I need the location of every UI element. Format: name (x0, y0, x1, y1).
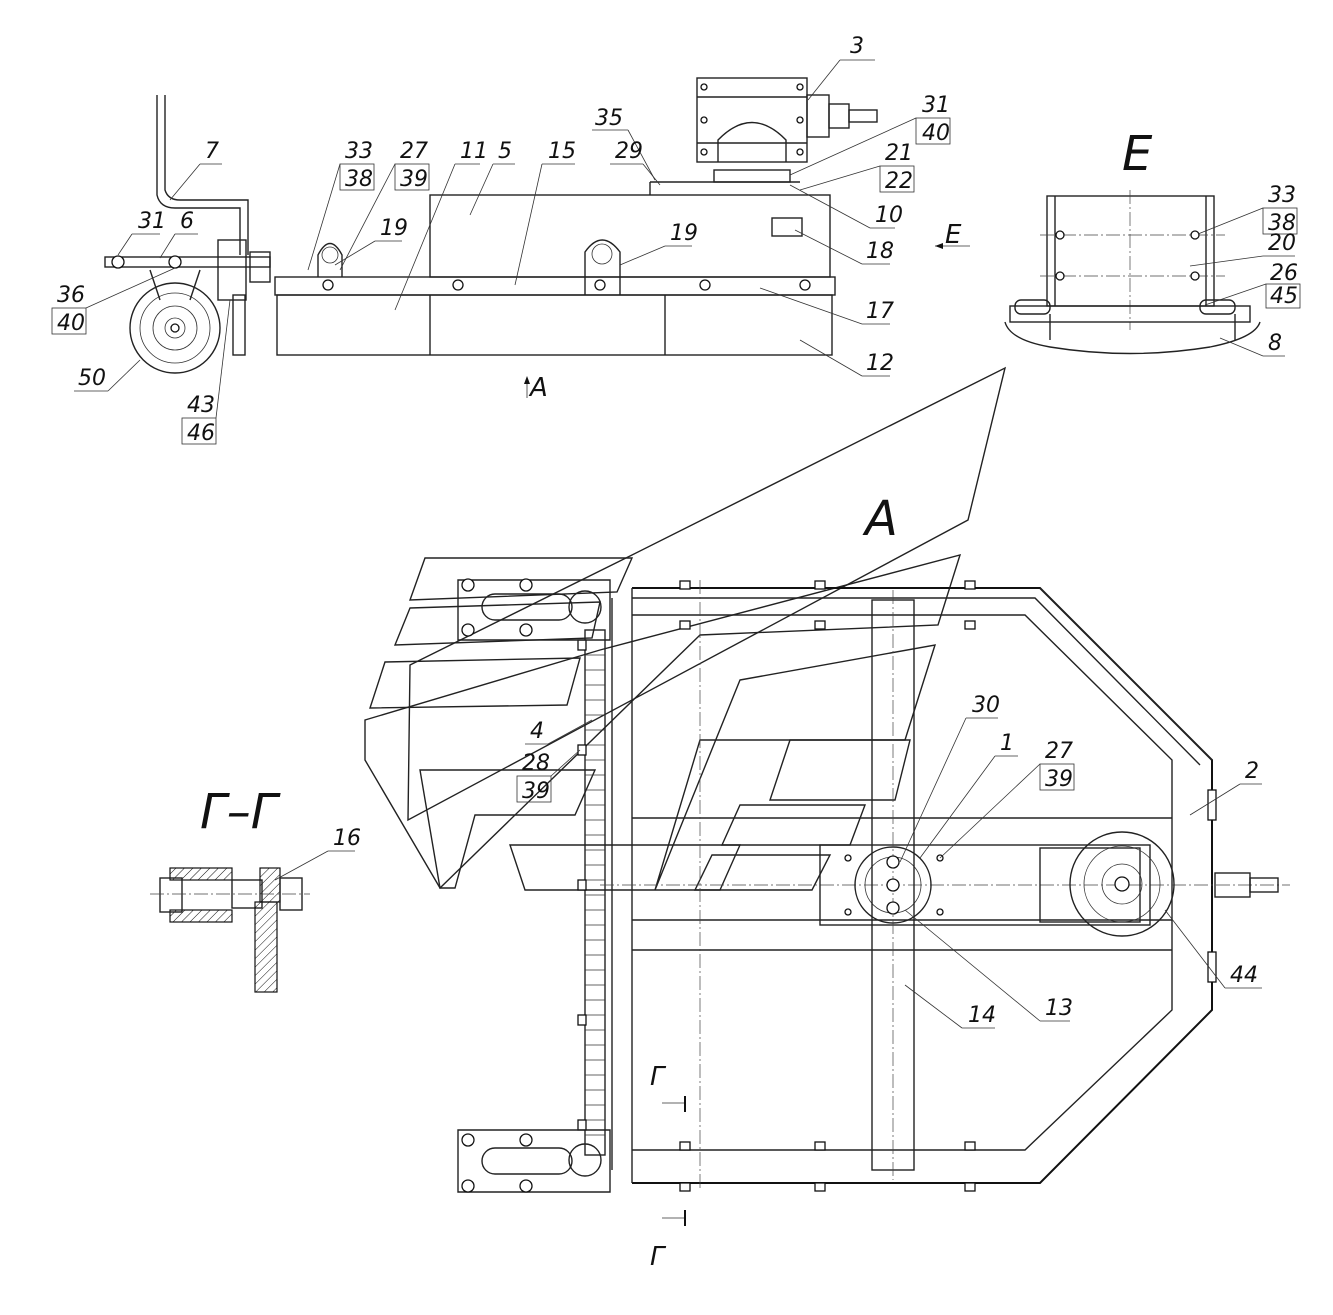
callout-21: 21 (885, 141, 913, 166)
callout-19a: 19 (380, 216, 408, 241)
gearbox-part-3 (696, 77, 878, 183)
callout-50: 50 (78, 366, 106, 391)
cut-mark-top: Г (650, 1062, 667, 1092)
side-view (104, 77, 878, 374)
callout-a30: 30 (972, 693, 1000, 718)
view-e-title: Е (1122, 126, 1153, 182)
skirt-part-12 (276, 294, 833, 356)
rail-teeth (585, 639, 605, 1136)
rail-bolts (322, 279, 811, 291)
callout-10: 10 (875, 203, 903, 228)
wheel-part-50 (129, 269, 221, 374)
view-a-title: А (862, 491, 898, 547)
callout-38: 38 (345, 167, 373, 192)
callout-e8: 8 (1268, 331, 1282, 356)
section-callouts: 16 (274, 826, 361, 881)
view-a-callouts: 30 1 27 39 2 4 28 39 44 14 13 (516, 693, 1262, 1029)
callout-e20: 20 (1268, 231, 1296, 256)
housing-part-5 (429, 194, 831, 278)
side-view-callouts: 3 35 31 40 33 38 27 39 11 5 15 29 21 22 … (51, 34, 970, 446)
callout-g16: 16 (333, 826, 361, 851)
callout-12: 12 (866, 351, 894, 376)
frame-rail-part-15 (274, 276, 836, 296)
callout-36: 36 (57, 283, 85, 308)
callout-e38: 38 (1268, 211, 1296, 236)
callout-a1: 1 (1000, 731, 1014, 756)
handle-part-7 (156, 95, 241, 255)
callout-17: 17 (866, 299, 894, 324)
callout-31: 31 (922, 93, 950, 118)
callout-35: 35 (595, 106, 623, 131)
callout-15: 15 (548, 139, 576, 164)
callout-e26: 26 (1270, 261, 1298, 286)
callout-a2: 2 (1245, 759, 1259, 784)
view-arrow-a: А (528, 373, 548, 403)
callout-a39: 39 (1045, 767, 1073, 792)
callout-19b: 19 (670, 221, 698, 246)
callout-11: 11 (460, 139, 488, 164)
view-e: Е (1004, 126, 1261, 355)
callout-33: 33 (345, 139, 373, 164)
callout-27: 27 (400, 139, 428, 164)
callout-5: 5 (498, 139, 512, 164)
frame-bolts (577, 580, 1217, 1192)
callout-29: 29 (615, 139, 643, 164)
callout-a27: 27 (1045, 739, 1073, 764)
view-arrow-e: Е (945, 220, 962, 250)
callout-46: 46 (187, 421, 215, 446)
view-e-callouts: 33 38 20 26 45 8 (1189, 183, 1301, 357)
view-a: А (364, 366, 1290, 1272)
callout-e45: 45 (1270, 284, 1298, 309)
callout-43: 43 (187, 393, 215, 418)
callout-a44: 44 (1230, 963, 1258, 988)
caster-bottom (457, 1129, 611, 1193)
callout-3: 3 (850, 34, 864, 59)
callout-6: 6 (180, 209, 194, 234)
callout-18: 18 (866, 239, 894, 264)
callout-39: 39 (400, 167, 428, 192)
callout-a28: 28 (522, 751, 550, 776)
callout-a39b: 39 (522, 779, 550, 804)
callout-a4: 4 (530, 719, 544, 744)
callout-31-side: 31 (138, 209, 166, 234)
callout-e33: 33 (1268, 183, 1296, 208)
bracket-part-6 (104, 256, 271, 268)
callout-7: 7 (205, 139, 219, 164)
section-g-title: Г–Г (200, 784, 281, 840)
cut-mark-bottom: Г (650, 1242, 667, 1272)
callout-a14: 14 (968, 1003, 996, 1028)
callout-40-side: 40 (57, 311, 85, 336)
section-g-g: Г–Г (150, 784, 310, 993)
pulley (1069, 831, 1175, 937)
callout-40: 40 (922, 121, 950, 146)
callout-22: 22 (885, 169, 913, 194)
callout-a13: 13 (1045, 996, 1073, 1021)
caster-top (457, 578, 611, 641)
